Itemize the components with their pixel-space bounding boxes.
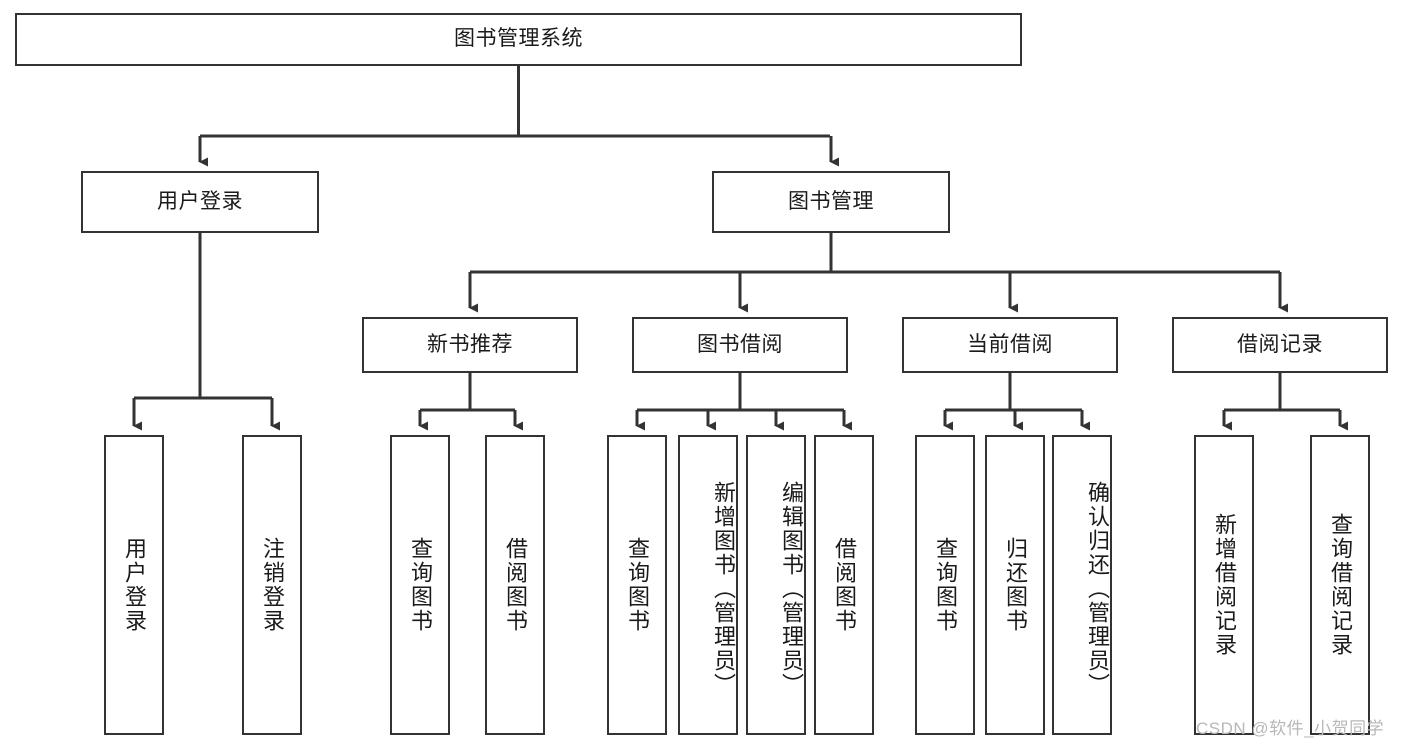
node-leaf-add-record-label: 新增借阅记录: [1211, 513, 1237, 657]
node-book-borrow[interactable]: 图书借阅: [632, 317, 848, 373]
node-book-borrow-label: 图书借阅: [697, 332, 783, 356]
node-leaf-query-book-3[interactable]: 查询图书: [915, 435, 975, 735]
node-leaf-query-book-1[interactable]: 查询图书: [390, 435, 450, 735]
node-leaf-query-book-1-label: 查询图书: [407, 537, 433, 633]
node-book-manage[interactable]: 图书管理: [712, 171, 950, 233]
node-user-login-label: 用户登录: [157, 189, 243, 213]
node-leaf-add-record[interactable]: 新增借阅记录: [1194, 435, 1254, 735]
node-root[interactable]: 图书管理系统: [15, 13, 1022, 66]
node-leaf-query-record[interactable]: 查询借阅记录: [1310, 435, 1370, 735]
node-leaf-add-book-label: 新增图书（管理员）: [711, 481, 736, 697]
node-root-label: 图书管理系统: [454, 27, 583, 51]
node-borrow-record[interactable]: 借阅记录: [1172, 317, 1388, 373]
node-leaf-borrow-book-1-label: 借阅图书: [502, 537, 528, 633]
node-leaf-query-book-3-label: 查询图书: [932, 537, 958, 633]
node-leaf-confirm-return[interactable]: 确认归还（管理员）: [1052, 435, 1112, 735]
node-borrow-record-label: 借阅记录: [1237, 332, 1323, 356]
node-current-borrow[interactable]: 当前借阅: [902, 317, 1118, 373]
node-new-book-rec[interactable]: 新书推荐: [362, 317, 578, 373]
node-leaf-user-login[interactable]: 用户登录: [104, 435, 164, 735]
node-book-manage-label: 图书管理: [788, 189, 874, 213]
node-leaf-user-login-label: 用户登录: [121, 537, 147, 633]
node-leaf-borrow-book-2[interactable]: 借阅图书: [814, 435, 874, 735]
node-leaf-user-logout[interactable]: 注销登录: [242, 435, 302, 735]
node-leaf-user-logout-label: 注销登录: [259, 537, 285, 633]
node-user-login[interactable]: 用户登录: [81, 171, 319, 233]
csdn-watermark: CSDN @软件_小贺同学: [1196, 719, 1385, 738]
node-current-borrow-label: 当前借阅: [967, 332, 1053, 356]
node-new-book-rec-label: 新书推荐: [427, 332, 513, 356]
node-leaf-confirm-return-label: 确认归还（管理员）: [1085, 481, 1110, 697]
node-leaf-return-book-label: 归还图书: [1002, 537, 1028, 633]
node-leaf-borrow-book-2-label: 借阅图书: [831, 537, 857, 633]
node-leaf-edit-book[interactable]: 编辑图书（管理员）: [746, 435, 806, 735]
node-leaf-return-book[interactable]: 归还图书: [985, 435, 1045, 735]
node-leaf-query-book-2[interactable]: 查询图书: [607, 435, 667, 735]
node-leaf-query-record-label: 查询借阅记录: [1327, 513, 1353, 657]
node-leaf-add-book[interactable]: 新增图书（管理员）: [678, 435, 738, 735]
node-leaf-edit-book-label: 编辑图书（管理员）: [779, 481, 804, 697]
node-leaf-borrow-book-1[interactable]: 借阅图书: [485, 435, 545, 735]
node-leaf-query-book-2-label: 查询图书: [624, 537, 650, 633]
